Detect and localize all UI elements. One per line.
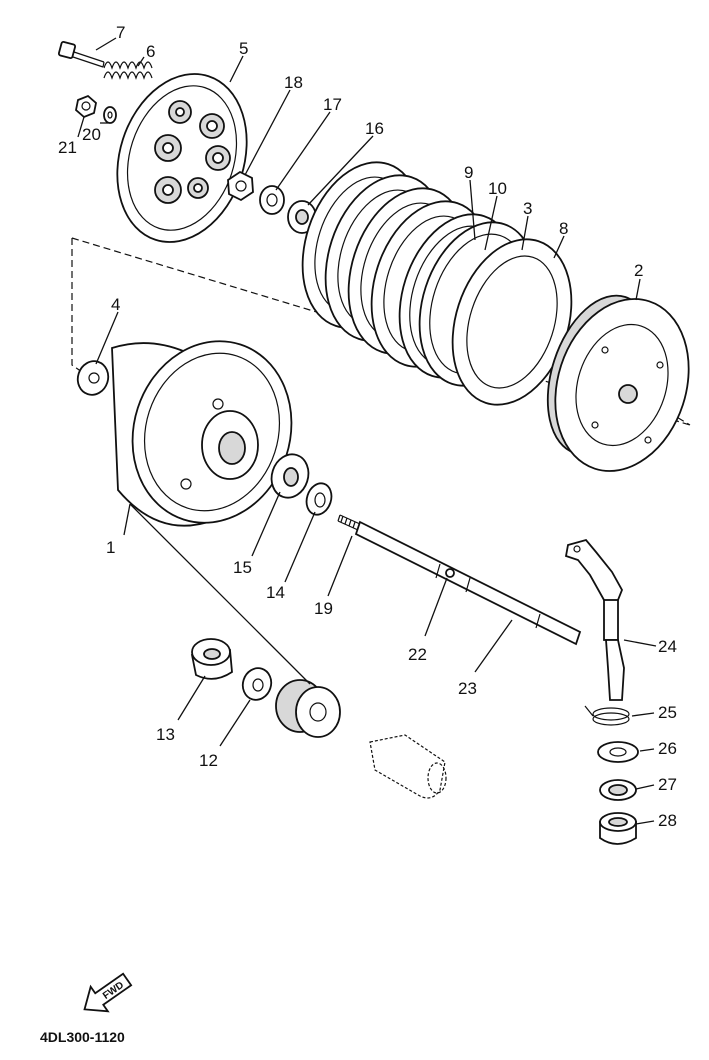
callout-labels: 7 6 5 18 17 16 21 20 9 10 3 8 2 4 1 15 1…	[58, 23, 677, 830]
part-washer-lower	[597, 741, 639, 763]
callout-22: 22	[408, 645, 427, 664]
callout-26: 26	[658, 739, 677, 758]
part-plain-washer	[241, 667, 273, 701]
part-nut	[75, 94, 97, 119]
callout-12: 12	[199, 751, 218, 770]
callout-19: 19	[314, 599, 333, 618]
callout-25: 25	[658, 703, 677, 722]
callout-6: 6	[146, 42, 155, 61]
callout-16: 16	[365, 119, 384, 138]
drawing-code: 4DL300-1120	[40, 1029, 125, 1045]
part-pressure-plate	[116, 73, 248, 243]
part-clutch-housing	[111, 340, 293, 527]
part-plate-stack	[301, 161, 573, 406]
part-washer	[259, 185, 285, 215]
part-primary-drive-gear	[275, 679, 341, 738]
callout-4: 4	[111, 295, 120, 314]
part-push-lever-shaft	[564, 538, 625, 701]
callout-23: 23	[458, 679, 477, 698]
part-torsion-spring	[584, 705, 630, 726]
callout-13: 13	[156, 725, 175, 744]
alignment-dash-line	[639, 394, 691, 426]
callout-24: 24	[658, 637, 677, 656]
callout-20: 20	[82, 125, 101, 144]
callout-21: 21	[58, 138, 77, 157]
part-small-nut	[76, 360, 110, 396]
part-lock-washer	[103, 106, 117, 124]
callout-1: 1	[106, 538, 115, 557]
part-bolt	[57, 40, 105, 68]
alignment-dash-line	[71, 238, 83, 373]
part-sleeve-outline	[369, 734, 447, 799]
part-push-rod-long	[354, 520, 582, 646]
part-push-rod-short	[337, 514, 361, 531]
part-bushing	[599, 812, 637, 845]
callout-3: 3	[523, 199, 532, 218]
leader-lines	[77, 37, 657, 825]
part-spring	[103, 61, 153, 80]
callout-9: 9	[464, 163, 473, 182]
part-clutch-boss	[546, 294, 690, 472]
callout-8: 8	[559, 219, 568, 238]
part-thrust-plate	[305, 482, 333, 516]
part-locknut	[227, 170, 254, 202]
callout-27: 27	[658, 775, 677, 794]
callout-10: 10	[488, 179, 507, 198]
part-collar	[190, 638, 233, 680]
forward-arrow-icon: FWD	[83, 972, 133, 1013]
callout-15: 15	[233, 558, 252, 577]
part-steel-ball	[445, 568, 455, 578]
part-oil-seal	[599, 779, 637, 801]
callout-28: 28	[658, 811, 677, 830]
part-thrust-washer	[270, 453, 310, 499]
callout-2: 2	[634, 261, 643, 280]
callout-7: 7	[116, 23, 125, 42]
callout-17: 17	[323, 95, 342, 114]
callout-5: 5	[239, 39, 248, 58]
callout-18: 18	[284, 73, 303, 92]
callout-14: 14	[266, 583, 285, 602]
